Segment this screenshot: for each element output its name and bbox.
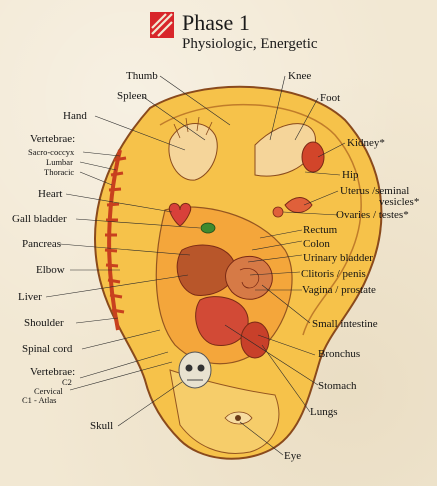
label-clitoris: Clitoris / penis — [301, 268, 366, 280]
label-vertebrae-upper: Vertebrae: — [30, 133, 76, 145]
label-kidney: Kidney* — [347, 137, 385, 149]
label-thumb: Thumb — [126, 70, 158, 82]
label-colon: Colon — [303, 238, 330, 250]
label-stomach: Stomach — [318, 380, 357, 392]
page-subtitle: Physiologic, Energetic — [182, 36, 318, 52]
label-liver: Liver — [18, 291, 42, 303]
small-intestine-shape — [225, 255, 273, 300]
label-small-intestine: Small intestine — [312, 318, 378, 330]
stomach-shape — [195, 296, 249, 346]
kidney-shape — [301, 141, 325, 173]
label-vagina: Vagina / prostate — [302, 284, 376, 296]
label-lungs: Lungs — [310, 406, 338, 418]
label-knee: Knee — [288, 70, 312, 82]
ovary-shape — [272, 206, 284, 218]
heart-shape — [168, 203, 192, 227]
label-hand: Hand — [63, 110, 87, 122]
label-bronchus: Bronchus — [318, 348, 361, 360]
label-urinary-bladder: Urinary bladder — [303, 252, 373, 264]
uterus-shape — [284, 197, 313, 213]
liver-shape — [176, 244, 236, 296]
label-heart: Heart — [38, 188, 63, 200]
label-c2: C2 — [62, 377, 72, 387]
label-foot: Foot — [320, 92, 341, 104]
label-spinal-cord: Spinal cord — [22, 343, 73, 355]
helix-rim — [159, 103, 362, 336]
skull-shape — [178, 351, 212, 389]
label-cervical: Cervical — [34, 386, 63, 396]
lungs-shape — [240, 321, 270, 359]
label-elbow: Elbow — [36, 264, 65, 276]
label-pancreas: Pancreas — [22, 238, 62, 250]
label-shoulder: Shoulder — [24, 317, 64, 329]
label-thoracic: Thoracic — [44, 167, 75, 177]
label-vertebrae-lower: Vertebrae: — [30, 366, 76, 378]
label-ovaries: Ovaries / testes* — [336, 209, 409, 221]
label-sacro-coccyx: Sacro-coccyx — [28, 147, 75, 157]
lobe-outline — [169, 369, 280, 454]
label-spleen: Spleen — [117, 90, 147, 102]
label-eye: Eye — [284, 450, 302, 462]
hand-shape — [168, 123, 218, 181]
label-lumbar: Lumbar — [46, 157, 73, 167]
header: Phase 1 Physiologic, Energetic — [150, 10, 410, 60]
label-hip: Hip — [342, 169, 359, 181]
spine — [107, 149, 122, 331]
label-vesicles: vesicles* — [379, 196, 420, 208]
gall-bladder-shape — [200, 222, 216, 234]
page-title: Phase 1 — [182, 10, 250, 35]
label-skull: Skull — [90, 420, 114, 432]
phase-logo-icon — [150, 12, 174, 38]
label-gall-bladder: Gall bladder — [12, 213, 67, 225]
leader-lines — [45, 75, 346, 456]
label-uterus: Uterus /seminal — [340, 185, 410, 197]
label-c1-atlas: C1 - Atlas — [22, 395, 57, 405]
label-rectum: Rectum — [303, 224, 338, 236]
